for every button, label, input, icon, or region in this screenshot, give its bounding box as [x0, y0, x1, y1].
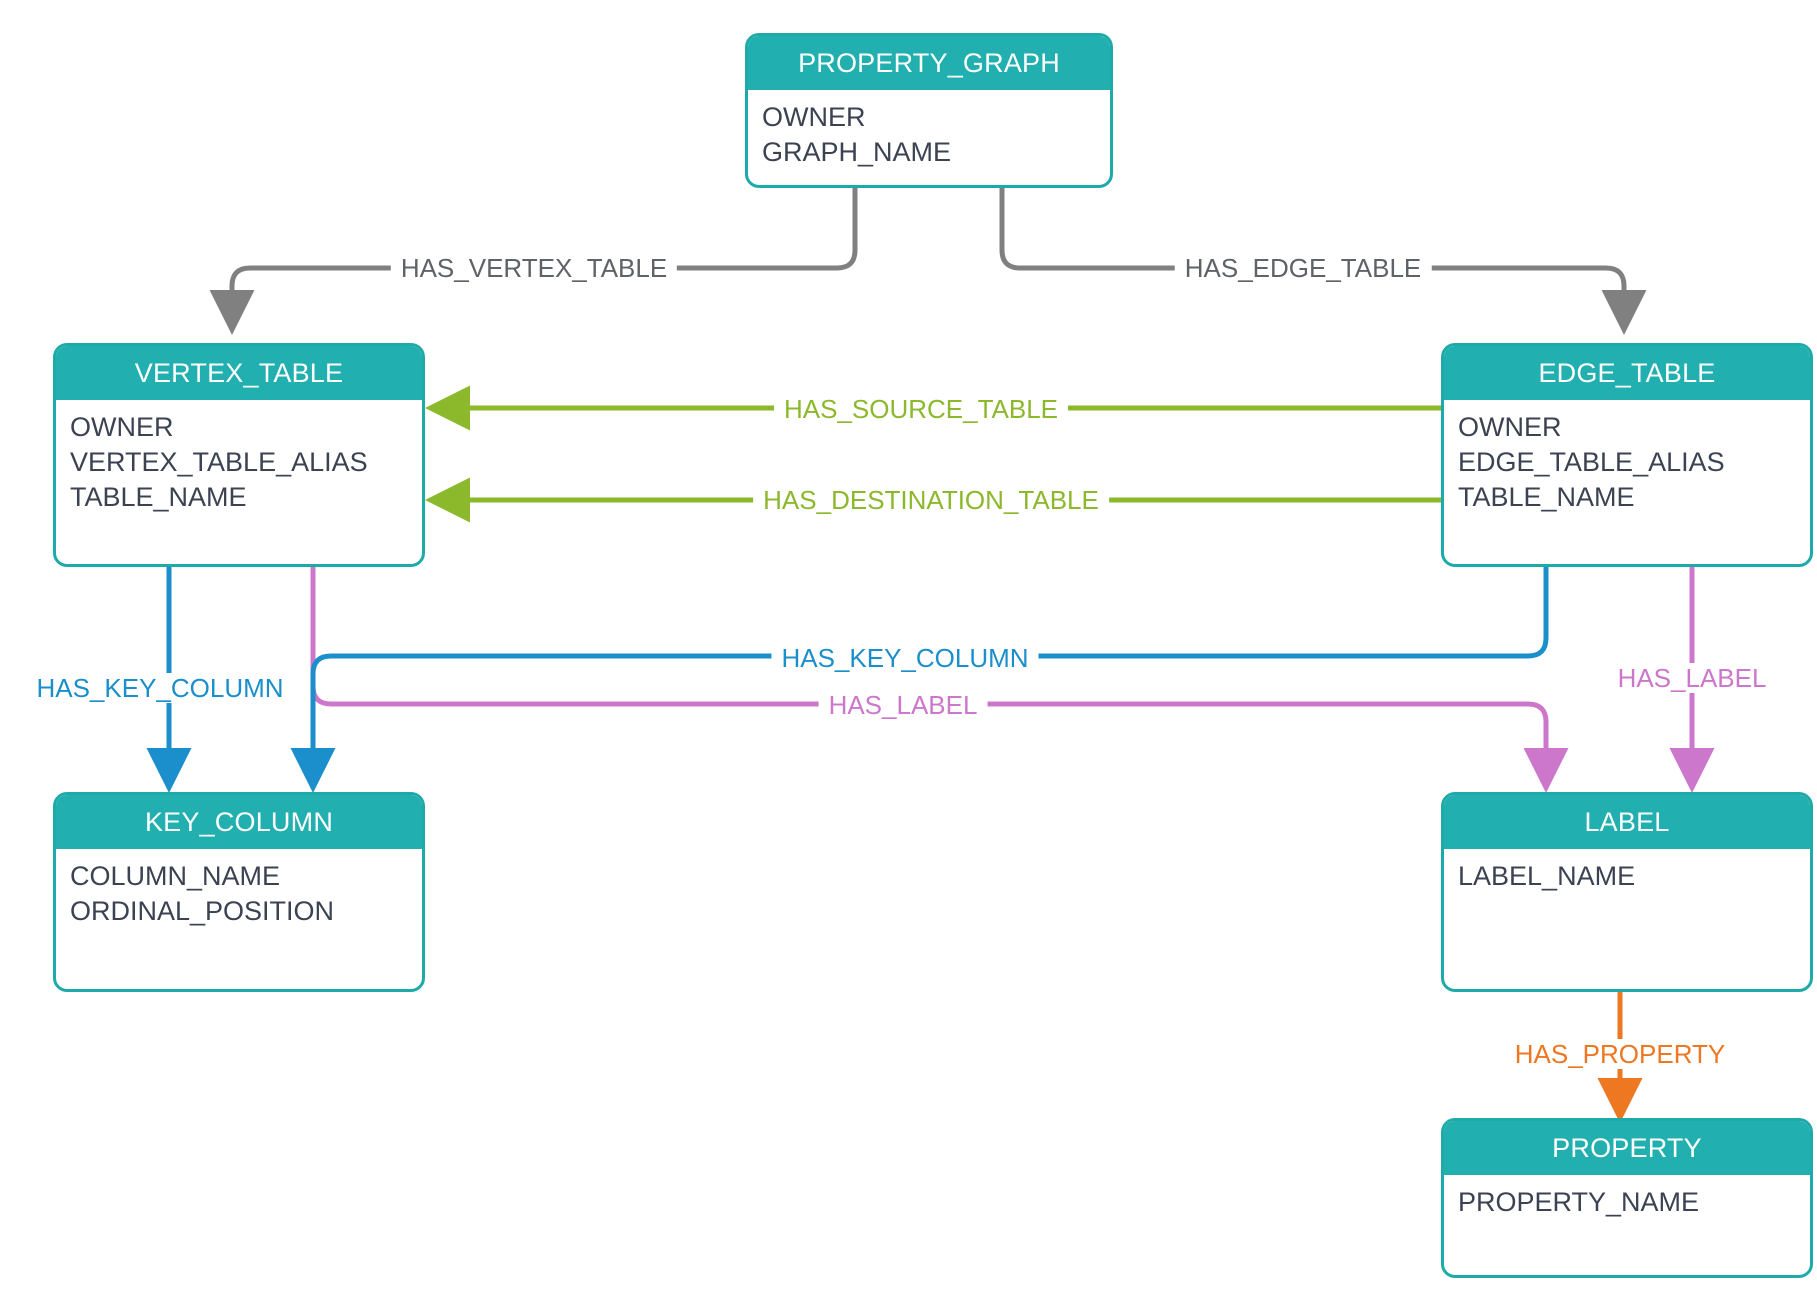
attribute: EDGE_TABLE_ALIAS	[1458, 447, 1725, 477]
edge-has-edge-table	[999, 185, 1647, 335]
edge-label-has-source-table: HAS_SOURCE_TABLE	[773, 394, 1069, 424]
entity-property[interactable]: PROPERTY PROPERTY_NAME	[1441, 1118, 1813, 1278]
entity-label-attributes: LABEL_NAME	[1444, 849, 1810, 894]
edge-label-has-key-column-edge: HAS_KEY_COLUMN	[771, 643, 1039, 673]
attribute: TABLE_NAME	[1458, 482, 1635, 512]
entity-key-column[interactable]: KEY_COLUMN COLUMN_NAME ORDINAL_POSITION	[53, 792, 425, 992]
edge-label-has-vertex-table: HAS_VERTEX_TABLE	[390, 253, 678, 283]
edge-label-has-label-vertex: HAS_LABEL	[818, 690, 988, 720]
attribute: LABEL_NAME	[1458, 861, 1636, 891]
attribute: OWNER	[70, 412, 174, 442]
edge-label-has-label-edge: HAS_LABEL	[1607, 663, 1777, 693]
entity-property-graph-title: PROPERTY_GRAPH	[748, 36, 1110, 90]
entity-edge-table-title: EDGE_TABLE	[1444, 346, 1810, 400]
entity-vertex-table[interactable]: VERTEX_TABLE OWNER VERTEX_TABLE_ALIAS TA…	[53, 343, 425, 567]
entity-property-attributes: PROPERTY_NAME	[1444, 1175, 1810, 1220]
edge-has-vertex-table	[209, 185, 858, 335]
entity-key-column-title: KEY_COLUMN	[56, 795, 422, 849]
attribute: PROPERTY_NAME	[1458, 1187, 1700, 1217]
edge-label-has-key-column-vertex: HAS_KEY_COLUMN	[26, 673, 294, 703]
attribute: TABLE_NAME	[70, 482, 247, 512]
entity-label-title: LABEL	[1444, 795, 1810, 849]
attribute: ORDINAL_POSITION	[70, 896, 335, 926]
attribute: COLUMN_NAME	[70, 861, 281, 891]
entity-vertex-table-title: VERTEX_TABLE	[56, 346, 422, 400]
attribute: OWNER	[762, 102, 866, 132]
edge-label-has-property: HAS_PROPERTY	[1504, 1039, 1736, 1069]
entity-property-graph-attributes: OWNER GRAPH_NAME	[748, 90, 1110, 170]
entity-edge-table-attributes: OWNER EDGE_TABLE_ALIAS TABLE_NAME	[1444, 400, 1810, 515]
attribute: VERTEX_TABLE_ALIAS	[70, 447, 368, 477]
entity-property-graph[interactable]: PROPERTY_GRAPH OWNER GRAPH_NAME	[745, 33, 1113, 188]
edge-label-has-destination-table: HAS_DESTINATION_TABLE	[753, 485, 1109, 515]
attribute: GRAPH_NAME	[762, 137, 952, 167]
entity-key-column-attributes: COLUMN_NAME ORDINAL_POSITION	[56, 849, 422, 929]
entity-vertex-table-attributes: OWNER VERTEX_TABLE_ALIAS TABLE_NAME	[56, 400, 422, 515]
entity-property-title: PROPERTY	[1444, 1121, 1810, 1175]
entity-edge-table[interactable]: EDGE_TABLE OWNER EDGE_TABLE_ALIAS TABLE_…	[1441, 343, 1813, 567]
attribute: OWNER	[1458, 412, 1562, 442]
edge-label-has-edge-table: HAS_EDGE_TABLE	[1174, 253, 1432, 283]
entity-label[interactable]: LABEL LABEL_NAME	[1441, 792, 1813, 992]
